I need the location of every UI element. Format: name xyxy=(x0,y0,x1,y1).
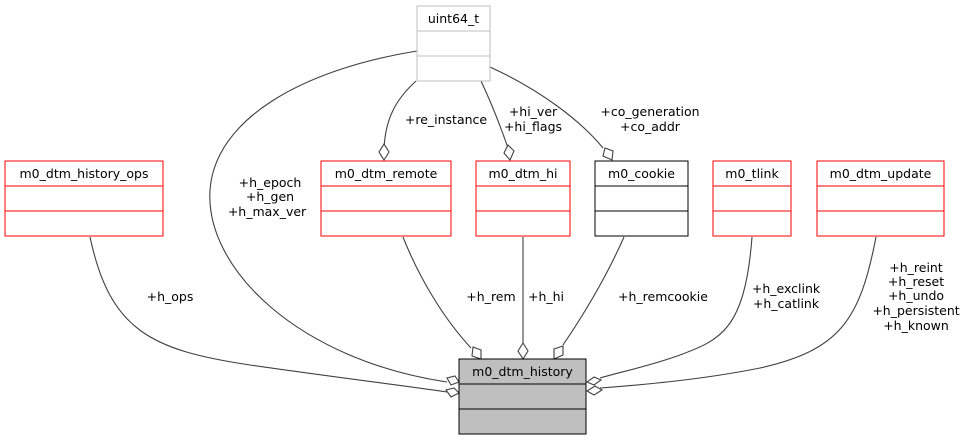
edge-label-line: +h_persistent xyxy=(872,303,959,318)
class-name: m0_dtm_remote xyxy=(335,166,438,181)
edge-label-cookie-history: +h_remcookie xyxy=(618,289,708,304)
edge-label-tlink-history: +h_exclink +h_catlink xyxy=(752,281,821,311)
edge-label-line: +hi_ver xyxy=(509,104,558,119)
edge-label-remote-history: +h_rem xyxy=(466,289,515,304)
edge-label-line: +hi_flags xyxy=(504,119,562,134)
class-node-m0-dtm-remote[interactable]: m0_dtm_remote xyxy=(320,160,452,237)
edge-uint64-remote xyxy=(383,80,417,151)
edge-history-ops-history xyxy=(89,236,448,393)
edge-update-history xyxy=(599,236,877,389)
class-node-m0-dtm-history-ops[interactable]: m0_dtm_history_ops xyxy=(4,160,164,237)
aggregation-diamond xyxy=(445,387,460,398)
class-name: uint64_t xyxy=(428,11,479,26)
edge-label-uint64-history: +h_epoch +h_gen +h_max_ver xyxy=(228,175,307,219)
aggregation-diamond xyxy=(602,147,614,161)
edge-label-line: +h_hi xyxy=(528,289,564,304)
edge-label-line: +co_generation xyxy=(600,104,699,119)
edge-label-uint64-cookie: +co_generation +co_addr xyxy=(600,104,699,134)
aggregation-diamond xyxy=(503,144,515,162)
edge-label-uint64-hi: +hi_ver +hi_flags xyxy=(504,104,562,134)
aggregation-diamond xyxy=(378,142,390,162)
edge-label-line: +h_rem xyxy=(466,289,515,304)
edge-cookie-history xyxy=(562,236,625,346)
aggregation-diamond xyxy=(553,345,564,360)
aggregation-diamond xyxy=(585,385,604,396)
class-name: m0_dtm_update xyxy=(830,166,932,181)
edge-label-uint64-remote: +re_instance xyxy=(405,112,488,127)
edge-label-line: +h_reset xyxy=(888,274,944,289)
aggregation-diamond xyxy=(585,376,603,386)
edge-label-update-history: +h_reint +h_reset +h_undo +h_persistent … xyxy=(872,260,959,333)
class-node-m0-dtm-update[interactable]: m0_dtm_update xyxy=(816,160,945,237)
edge-tlink-history xyxy=(599,236,753,379)
edge-label-line: +re_instance xyxy=(405,112,488,127)
edge-label-line: +h_max_ver xyxy=(228,204,307,219)
class-node-uint64-t[interactable]: uint64_t xyxy=(416,5,491,82)
edge-label-hi-history: +h_hi xyxy=(528,289,564,304)
class-node-m0-dtm-hi[interactable]: m0_dtm_hi xyxy=(475,160,571,237)
class-name: m0_dtm_history_ops xyxy=(20,166,149,181)
aggregation-diamond xyxy=(446,375,460,386)
edge-label-line: +h_gen xyxy=(246,189,294,204)
class-name: m0_cookie xyxy=(608,166,675,181)
class-name: m0_dtm_hi xyxy=(488,166,557,181)
class-node-m0-tlink[interactable]: m0_tlink xyxy=(712,160,792,237)
edge-label-line: +h_ops xyxy=(147,289,194,304)
edge-label-line: +h_exclink xyxy=(752,281,821,296)
aggregation-diamond xyxy=(517,341,529,361)
edge-label-line: +h_known xyxy=(883,318,949,333)
class-name: m0_tlink xyxy=(725,166,779,181)
edge-uint64-history xyxy=(209,50,448,383)
edge-label-line: +h_reint xyxy=(889,260,943,275)
edge-remote-history xyxy=(402,236,472,349)
edge-uint64-cookie xyxy=(489,66,604,149)
class-node-m0-dtm-history[interactable]: m0_dtm_history xyxy=(458,358,587,435)
edge-uint64-hi xyxy=(480,80,509,149)
edge-label-line: +h_undo xyxy=(888,288,944,303)
edge-label-line: +co_addr xyxy=(620,119,681,134)
aggregation-diamond xyxy=(471,346,482,360)
edge-label-line: +h_remcookie xyxy=(618,289,708,304)
class-name: m0_dtm_history xyxy=(472,364,573,379)
edge-label-line: +h_epoch xyxy=(239,175,302,190)
edge-label-line: +h_catlink xyxy=(753,296,820,311)
class-node-m0-cookie[interactable]: m0_cookie xyxy=(594,160,689,237)
edge-label-history-ops-history: +h_ops xyxy=(147,289,194,304)
